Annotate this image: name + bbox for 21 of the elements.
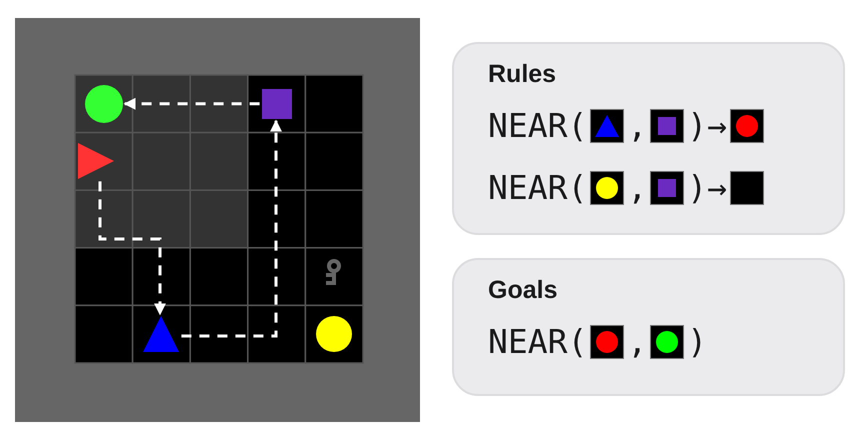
triangle-token [143, 316, 180, 352]
triangle-token [78, 143, 114, 180]
panel-card [452, 258, 845, 396]
dashed-arrow [98, 181, 166, 316]
circle-token [84, 84, 123, 123]
rule-text: ) [687, 322, 708, 362]
rule-text: NEAR( [488, 106, 588, 146]
rule-text: )→ [687, 106, 727, 146]
circle-token [316, 316, 352, 352]
rule-text: , [627, 168, 648, 208]
heading: Goals [488, 276, 558, 305]
rule-text: )→ [687, 168, 727, 208]
rule-text: , [627, 106, 648, 146]
rule-text: NEAR( [488, 168, 588, 208]
dashed-arrow [181, 120, 282, 338]
square-token [262, 88, 292, 119]
rule-text: NEAR( [488, 322, 588, 362]
heading: Rules [488, 60, 556, 89]
rule-text: , [627, 322, 648, 362]
panel-card [452, 42, 845, 235]
dashed-arrow [124, 98, 260, 110]
